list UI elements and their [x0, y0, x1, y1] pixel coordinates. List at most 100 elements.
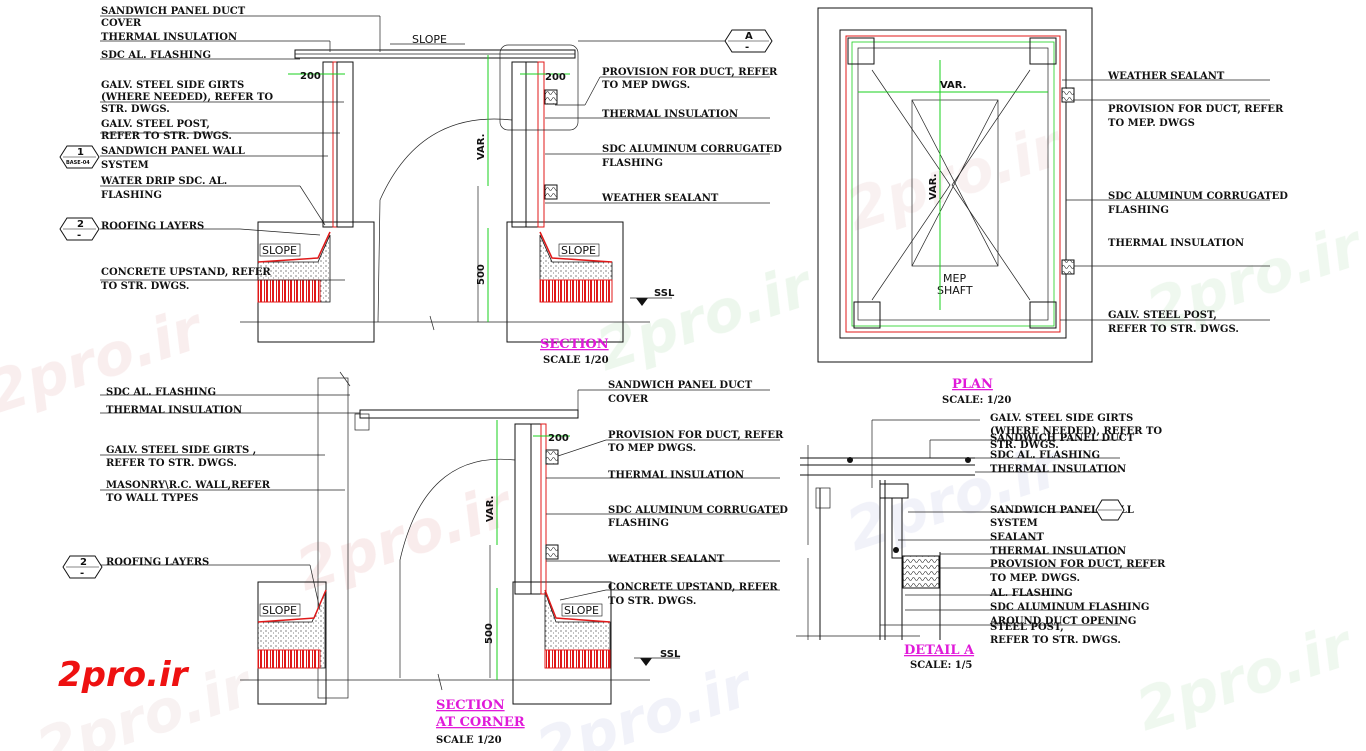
slope-label: SLOPE: [262, 604, 297, 617]
section-corner-title: AT CORNER: [435, 715, 525, 730]
annotation: (WHERE NEEDED), REFER TO: [990, 426, 1162, 437]
svg-text:-: -: [745, 42, 749, 53]
annotation: GALV. STEEL POST,: [101, 119, 210, 130]
annotation: FLASHING: [1108, 205, 1169, 216]
ssl-label: SSL: [660, 649, 681, 660]
detail-a-scale: SCALE: 1/5: [910, 660, 972, 671]
annotation: SDC AL. FLASHING: [101, 50, 211, 61]
annotation: ROOFING LAYERS: [106, 557, 209, 568]
annotation: THERMAL INSULATION: [608, 470, 744, 481]
shaft-label: MEP: [943, 272, 966, 285]
annotation: STEEL POST,: [990, 622, 1064, 633]
annotation: TO WALL TYPES: [106, 493, 198, 504]
annotation: PROVISION FOR DUCT, REFER: [1108, 104, 1284, 115]
plan-scale: SCALE: 1/20: [942, 395, 1011, 406]
ssl-label: SSL: [654, 288, 675, 299]
annotation: SDC ALUMINUM CORRUGATED: [602, 144, 782, 155]
annotation: TO STR. DWGS.: [608, 596, 696, 607]
dimension-label: VAR.: [476, 134, 487, 160]
annotation: REFER TO STR. DWGS.: [106, 458, 237, 469]
annotation: COVER: [101, 18, 142, 29]
annotation: ROOFING LAYERS: [101, 221, 204, 232]
dimension-label: 200: [548, 433, 569, 444]
section-corner-drawing: SLOPE SLOPE 200 VAR. 500 SSL: [62, 371, 788, 746]
annotation: WEATHER SEALANT: [1107, 71, 1225, 82]
annotation: REFER TO STR. DWGS.: [101, 131, 232, 142]
annotation: THERMAL INSULATION: [990, 464, 1126, 475]
annotation: SDC AL. FLASHING: [106, 387, 216, 398]
dimension-label: 500: [476, 264, 487, 285]
annotation: PROVISION FOR DUCT, REFER: [990, 559, 1166, 570]
annotation: WATER DRIP SDC. AL.: [100, 176, 227, 187]
svg-text:2: 2: [80, 557, 87, 568]
section-scale: SCALE 1/20: [543, 355, 609, 366]
watermark-text: 2pro.ir: [838, 110, 1072, 244]
annotation: GALV. STEEL SIDE GIRTS: [990, 413, 1133, 424]
section-drawing: SLOPE SLOPE SLOPE 200 200 VAR.: [59, 6, 782, 366]
dimension-label: 200: [545, 72, 566, 83]
annotation: SANDWICH PANEL DUCT: [990, 433, 1135, 444]
detail-a-title: DETAIL A: [904, 643, 975, 658]
annotation: GALV. STEEL POST,: [1108, 310, 1217, 321]
plan-drawing: MEP SHAFT VAR. VAR. WEATHER SEALANT PROV…: [817, 7, 1288, 406]
annotation: WEATHER SEALANT: [601, 193, 719, 204]
svg-text:A: A: [745, 31, 753, 42]
annotation: STR. DWGS.: [990, 440, 1059, 451]
slope-label: SLOPE: [412, 33, 447, 46]
concrete-upstand-right: [506, 221, 624, 343]
dimension-label: 500: [484, 623, 495, 644]
svg-text:BASE-04: BASE-04: [66, 160, 90, 166]
annotation: SDC ALUMINUM CORRUGATED: [1108, 191, 1288, 202]
section-corner-scale: SCALE 1/20: [436, 735, 502, 746]
annotation: CONCRETE UPSTAND, REFER: [608, 582, 778, 593]
annotation: SYSTEM: [990, 518, 1038, 529]
annotation: PROVISION FOR DUCT, REFER: [602, 67, 778, 78]
annotation: GALV. STEEL SIDE GIRTS ,: [106, 445, 256, 456]
annotation: THERMAL INSULATION: [1108, 238, 1244, 249]
detail-a-drawing: GALV. STEEL SIDE GIRTS (WHERE NEEDED), R…: [796, 413, 1166, 671]
annotation: FLASHING: [101, 190, 162, 201]
brand-logo[interactable]: 2pro.ir: [58, 655, 188, 695]
svg-text:1: 1: [77, 147, 84, 158]
annotation: TO STR. DWGS.: [101, 281, 189, 292]
annotation: THERMAL INSULATION: [106, 405, 242, 416]
annotation: COVER: [608, 394, 649, 405]
annotation: SEALANT: [990, 532, 1045, 543]
plan-title: PLAN: [952, 377, 993, 392]
annotation: WEATHER SEALANT: [607, 554, 725, 565]
svg-text:-: -: [77, 230, 81, 241]
slope-label: SLOPE: [564, 604, 599, 617]
annotation: AROUND DUCT OPENING: [989, 616, 1136, 627]
section-tag-1: 1 BASE-04: [59, 145, 100, 169]
annotation: SDC AL. FLASHING: [990, 450, 1100, 461]
annotation: CONCRETE UPSTAND, REFER: [101, 267, 271, 278]
shaft-label: SHAFT: [937, 284, 973, 297]
svg-text:2: 2: [77, 219, 84, 230]
annotation: (WHERE NEEDED), REFER TO: [101, 92, 273, 103]
annotation: THERMAL INSULATION: [990, 546, 1126, 557]
annotation: GALV. STEEL SIDE GIRTS: [101, 80, 244, 91]
section-corner-title: SECTION: [436, 698, 505, 713]
section-tag-2: 2 -: [59, 217, 100, 241]
annotation: PROVISION FOR DUCT, REFER: [608, 430, 784, 441]
dimension-label: VAR.: [928, 174, 939, 200]
annotation: SYSTEM: [101, 160, 149, 171]
slope-label: SLOPE: [561, 244, 596, 257]
annotation: TO MEP DWGS.: [608, 443, 696, 454]
annotation: FLASHING: [608, 518, 669, 529]
annotation: THERMAL INSULATION: [602, 109, 738, 120]
section-tag-a: A -: [724, 29, 773, 53]
annotation: MASONRY\R.C. WALL,REFER: [106, 480, 271, 491]
detail-tag: [1095, 499, 1125, 521]
annotation: THERMAL INSULATION: [101, 32, 237, 43]
annotation: FLASHING: [602, 158, 663, 169]
section-title: SECTION: [540, 337, 609, 352]
annotation: REFER TO STR. DWGS.: [990, 635, 1121, 646]
annotation: SDC ALUMINUM CORRUGATED: [608, 505, 788, 516]
watermark-text: 2pro.ir: [1128, 610, 1362, 744]
dimension-label: VAR.: [485, 496, 496, 522]
annotation: TO MEP DWGS.: [602, 80, 690, 91]
annotation: SANDWICH PANEL WALL: [990, 505, 1134, 516]
annotation: SDC ALUMINUM FLASHING: [990, 602, 1149, 613]
